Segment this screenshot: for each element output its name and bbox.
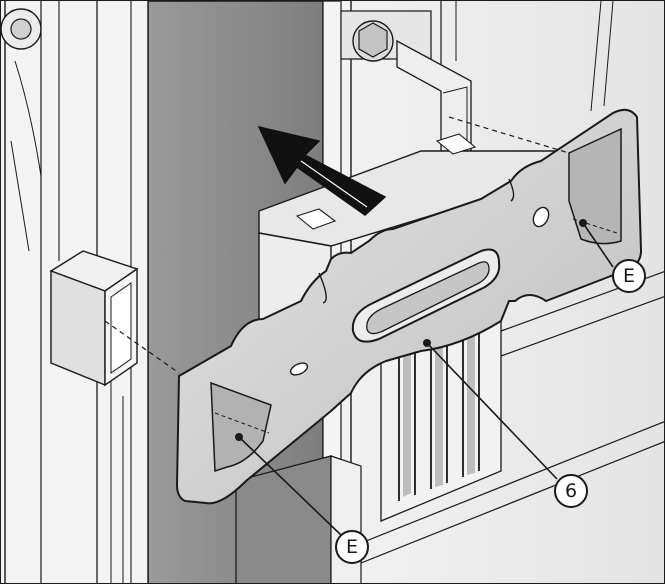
callout-e-bottom: E [335, 530, 369, 564]
top-bolt-bracket [340, 10, 472, 152]
callout-leaders [235, 219, 614, 536]
left-hinge-tab [49, 250, 139, 387]
alignment-guides [104, 116, 570, 374]
callout-e-right: E [612, 259, 646, 293]
callout-6: 6 [554, 474, 588, 508]
mounting-bracket [175, 108, 643, 505]
direction-arrow [257, 125, 387, 216]
vent-grille [340, 271, 664, 572]
